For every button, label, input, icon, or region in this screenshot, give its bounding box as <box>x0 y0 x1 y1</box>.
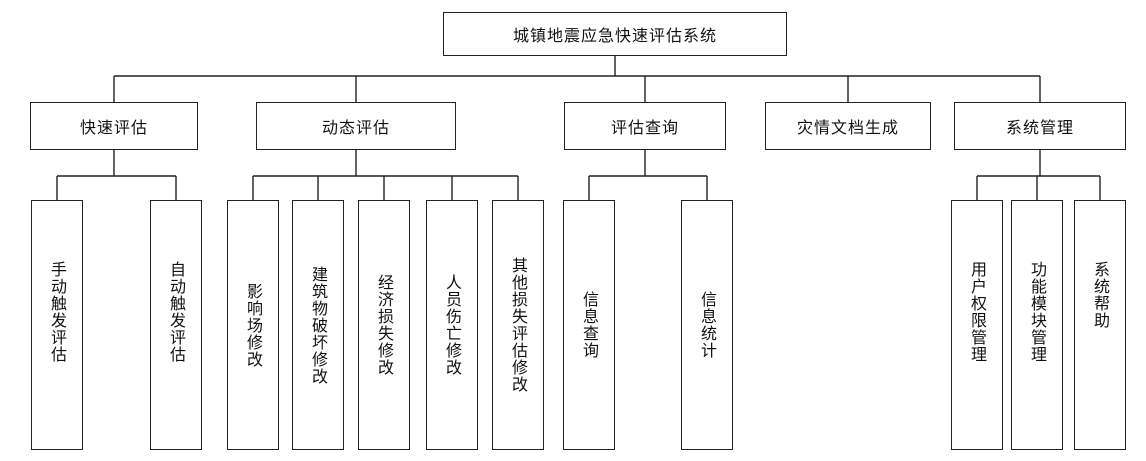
module-dynamic-assessment: 动态评估 <box>256 102 456 150</box>
leaf-manual-trigger: 手动触发评估 <box>31 200 83 450</box>
leaf-label: 影响场修改 <box>244 282 263 368</box>
module-label: 评估查询 <box>610 118 679 137</box>
leaf-user-permissions: 用户权限管理 <box>951 200 1003 450</box>
leaf-system-help: 系统帮助 <box>1074 200 1126 450</box>
leaf-economic-loss: 经济损失修改 <box>358 200 410 450</box>
module-report-generation: 灾情文档生成 <box>765 102 931 150</box>
leaf-auto-trigger: 自动触发评估 <box>150 200 202 450</box>
leaf-other-loss: 其他损失评估修改 <box>492 200 544 450</box>
leaf-label: 手动触发评估 <box>48 261 67 363</box>
leaf-module-management: 功能模块管理 <box>1011 200 1063 450</box>
leaf-label: 建筑物破坏修改 <box>309 265 328 385</box>
leaf-label: 功能模块管理 <box>1028 261 1047 363</box>
leaf-building-damage: 建筑物破坏修改 <box>292 200 344 450</box>
leaf-label: 用户权限管理 <box>968 261 987 363</box>
root-label: 城镇地震应急快速评估系统 <box>512 26 717 45</box>
leaf-label: 信息统计 <box>698 291 717 359</box>
root-node: 城镇地震应急快速评估系统 <box>443 12 787 56</box>
leaf-info-statistics: 信息统计 <box>681 200 733 450</box>
leaf-label: 人员伤亡修改 <box>443 274 462 376</box>
leaf-label: 其他损失评估修改 <box>509 257 528 393</box>
leaf-info-query: 信息查询 <box>563 200 615 450</box>
module-quick-assessment: 快速评估 <box>30 102 198 150</box>
module-label: 快速评估 <box>79 118 148 137</box>
leaf-label: 系统帮助 <box>1091 261 1110 329</box>
module-label: 灾情文档生成 <box>796 118 899 137</box>
leaf-label: 信息查询 <box>580 291 599 359</box>
leaf-casualties: 人员伤亡修改 <box>426 200 478 450</box>
module-label: 动态评估 <box>321 118 390 137</box>
module-system-management: 系统管理 <box>954 102 1126 150</box>
leaf-label: 自动触发评估 <box>167 261 186 363</box>
leaf-impact-field: 影响场修改 <box>227 200 279 450</box>
leaf-label: 经济损失修改 <box>375 274 394 376</box>
module-label: 系统管理 <box>1005 118 1074 137</box>
module-assessment-query: 评估查询 <box>564 102 726 150</box>
